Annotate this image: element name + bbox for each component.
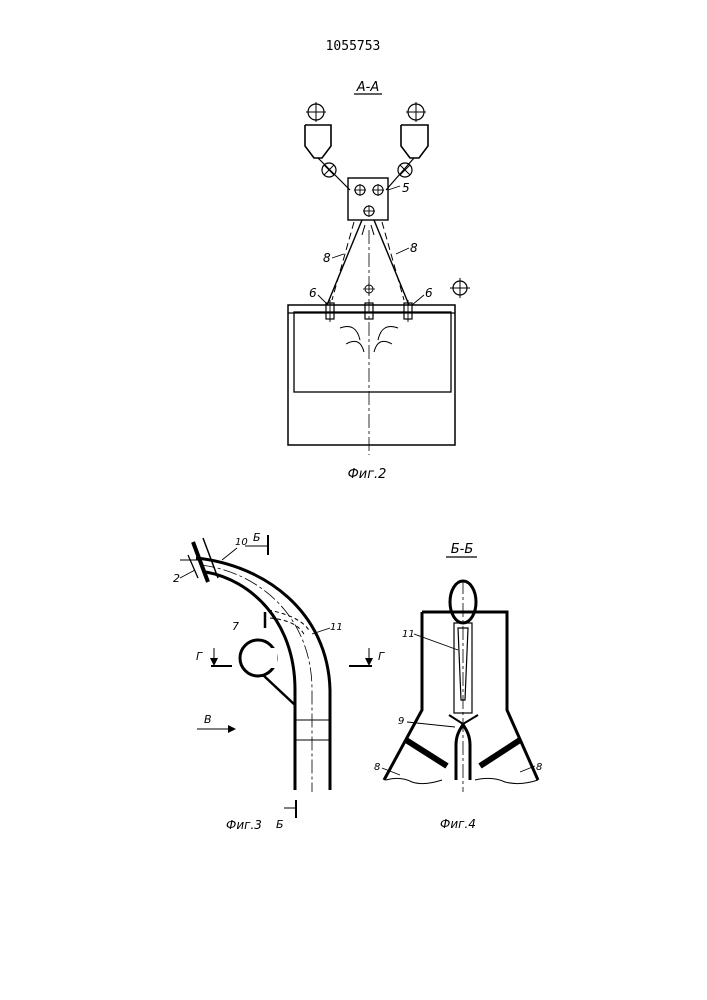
outlet-pipes-8: 8 8 <box>374 740 542 784</box>
label-item-5: 5 <box>402 181 410 195</box>
label-item-8-left-fig4: 8 <box>374 762 380 773</box>
svg-text:Г: Г <box>378 650 385 663</box>
svg-text:В: В <box>204 713 212 726</box>
label-item-6-right: 6 <box>425 286 433 300</box>
label-item-9: 9 <box>398 716 404 727</box>
label-item-11: 11 <box>330 622 343 633</box>
figure-3-caption: Фиг.3 <box>226 818 262 832</box>
distributor-block: 5 <box>348 178 410 220</box>
figure-4-caption: Фиг.4 <box>440 817 476 831</box>
section-marker-b-top: Б <box>245 531 268 555</box>
branch-item-7: 7 <box>232 612 295 705</box>
label-item-6-left: 6 <box>309 286 317 300</box>
chamber: 6 6 <box>288 230 455 455</box>
svg-text:Б: Б <box>253 531 261 544</box>
section-marker-g-right: Г <box>349 648 385 666</box>
right-hopper <box>386 102 428 190</box>
svg-text:Б: Б <box>276 818 284 831</box>
figure-3: 7 2 10 11 Б Б Г Г <box>173 531 385 832</box>
section-marker-g-left: Г <box>196 648 232 666</box>
section-aa-title: А-А <box>356 80 379 95</box>
figure-2-caption: Фиг.2 <box>348 467 387 482</box>
svg-text:Г: Г <box>196 650 203 663</box>
section-bb-title: Б-Б <box>451 542 474 557</box>
figure-2: А-А <box>288 80 470 482</box>
patent-number: 1055753 <box>326 39 381 54</box>
label-item-8-right-fig4: 8 <box>536 762 542 773</box>
left-hopper <box>305 102 350 190</box>
view-arrow-v: В <box>197 713 236 733</box>
figure-4: Б-Б 11 9 8 8 <box>374 542 542 831</box>
cross-circle-symbol <box>450 278 470 298</box>
label-item-11-fig4: 11 <box>402 629 415 640</box>
label-item-8-left: 8 <box>323 251 331 265</box>
label-item-2: 2 <box>173 572 180 585</box>
label-item-8-right: 8 <box>410 241 418 255</box>
section-marker-b-bottom: Б <box>276 800 296 831</box>
splitter-item-9: 9 <box>398 715 478 780</box>
label-item-7: 7 <box>232 620 239 633</box>
